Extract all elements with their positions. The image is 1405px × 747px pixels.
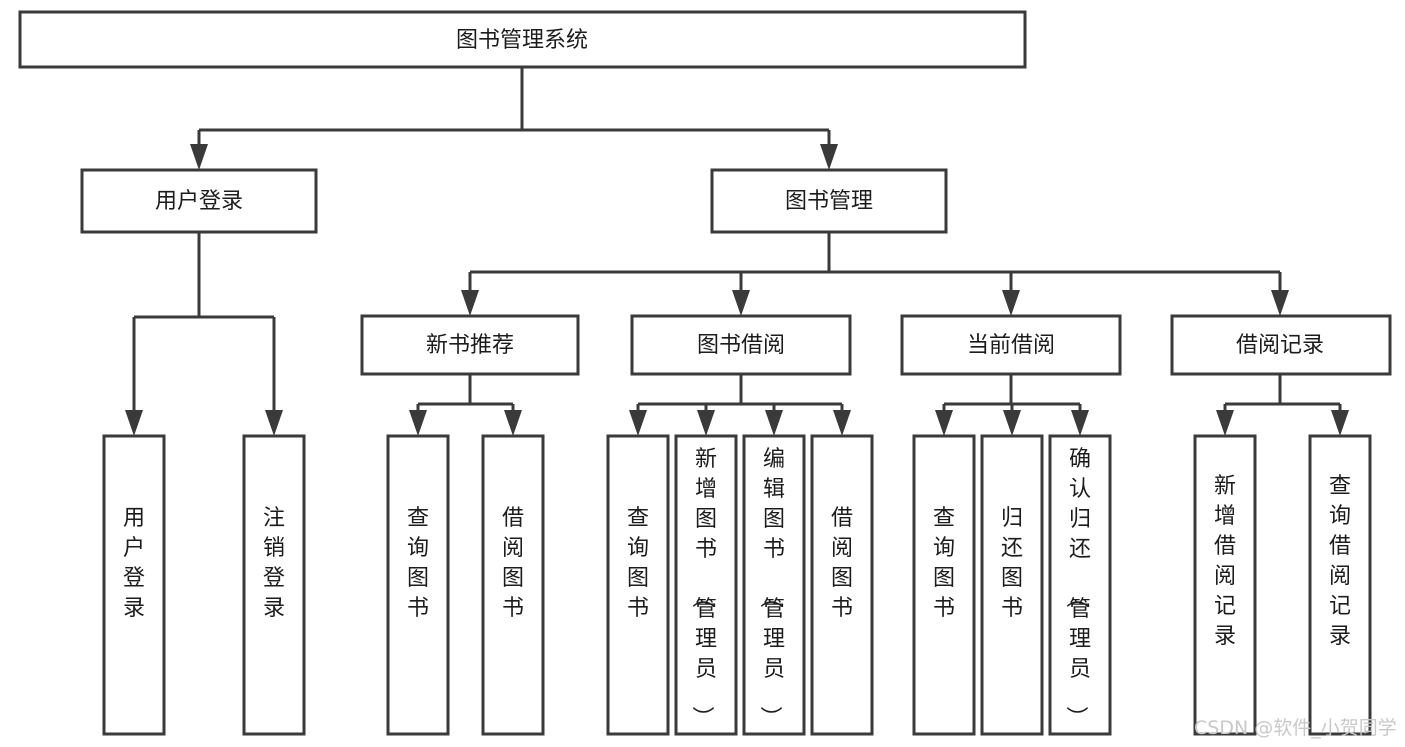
node-leaf-borrow-book-1[interactable]: 借阅图书 bbox=[481, 434, 545, 736]
arrow-head-leaf-add-record bbox=[1216, 410, 1234, 436]
node-leaf-query-record-label: 查询借阅记录 bbox=[1329, 474, 1351, 649]
arrow-head-leaf-query-book-3 bbox=[935, 410, 953, 436]
node-leaf-add-record[interactable]: 新增借阅记录 bbox=[1193, 434, 1257, 736]
node-leaf-add-book-label: 新增图书（管理员） bbox=[689, 447, 717, 728]
node-leaf-borrow-book-2-label: 借阅图书 bbox=[831, 506, 853, 621]
node-leaf-borrow-book-1-box[interactable] bbox=[481, 434, 545, 736]
node-borrow-record[interactable]: 借阅记录 bbox=[1170, 314, 1392, 376]
node-user-login[interactable]: 用户登录 bbox=[80, 168, 318, 234]
node-leaf-borrow-book-2-box[interactable] bbox=[810, 434, 874, 736]
arrow-head-leaf-query-book-2 bbox=[629, 410, 647, 436]
node-leaf-edit-book-label: 编辑图书（管理员） bbox=[757, 447, 785, 728]
node-leaf-borrow-book-2[interactable]: 借阅图书 bbox=[810, 434, 874, 736]
node-leaf-query-book-2-box[interactable] bbox=[606, 434, 670, 736]
node-leaf-return-book-box[interactable] bbox=[980, 434, 1044, 736]
node-current-borrow-box[interactable] bbox=[900, 314, 1122, 376]
node-leaf-logout[interactable]: 注销登录 bbox=[242, 434, 306, 736]
node-leaf-confirm-return-box[interactable] bbox=[1048, 434, 1112, 736]
node-leaf-add-record-box[interactable] bbox=[1193, 434, 1257, 736]
node-leaf-user-login-label: 用户登录 bbox=[123, 506, 145, 621]
node-leaf-query-book-3[interactable]: 查询图书 bbox=[912, 434, 976, 736]
arrow-head-current-borrow bbox=[1002, 290, 1020, 316]
node-leaf-user-login[interactable]: 用户登录 bbox=[102, 434, 166, 736]
node-leaf-return-book[interactable]: 归还图书 bbox=[980, 434, 1044, 736]
node-leaf-add-book[interactable]: 新增图书（管理员） bbox=[674, 434, 738, 736]
node-leaf-query-book-3-label: 查询图书 bbox=[933, 506, 955, 621]
arrow-head-leaf-logout bbox=[265, 410, 283, 436]
arrow-head-user-login bbox=[190, 144, 208, 170]
node-leaf-return-book-label: 归还图书 bbox=[1001, 506, 1023, 621]
node-book-management[interactable]: 图书管理 bbox=[710, 168, 948, 234]
node-leaf-logout-label: 注销登录 bbox=[263, 506, 285, 621]
arrow-head-leaf-confirm-return bbox=[1071, 410, 1089, 436]
node-book-management-box[interactable] bbox=[710, 168, 948, 234]
node-new-book-recommend-label: 新书推荐 bbox=[426, 333, 514, 358]
node-leaf-edit-book[interactable]: 编辑图书（管理员） bbox=[742, 434, 806, 736]
node-user-login-label: 用户登录 bbox=[155, 189, 243, 214]
node-leaf-edit-book-box[interactable] bbox=[742, 434, 806, 736]
arrow-head-leaf-add-book bbox=[697, 410, 715, 436]
node-leaf-query-record-box[interactable] bbox=[1308, 434, 1372, 736]
node-current-borrow[interactable]: 当前借阅 bbox=[900, 314, 1122, 376]
node-current-borrow-label: 当前借阅 bbox=[967, 333, 1055, 358]
arrow-head-leaf-user-login bbox=[125, 410, 143, 436]
node-root-box[interactable] bbox=[18, 10, 1027, 69]
node-leaf-query-book-1-label: 查询图书 bbox=[407, 506, 429, 621]
node-leaf-query-book-1-box[interactable] bbox=[386, 434, 450, 736]
arrow-head-book-management bbox=[820, 144, 838, 170]
node-new-book-recommend[interactable]: 新书推荐 bbox=[360, 314, 580, 376]
edge-layer bbox=[125, 67, 1349, 436]
node-leaf-query-book-2-label: 查询图书 bbox=[627, 506, 649, 621]
arrow-head-leaf-query-book-1 bbox=[409, 410, 427, 436]
node-leaf-confirm-return-label: 确认归还（管理员） bbox=[1063, 447, 1091, 728]
node-borrow-record-box[interactable] bbox=[1170, 314, 1392, 376]
arrow-head-borrow-record bbox=[1271, 290, 1289, 316]
node-new-book-recommend-box[interactable] bbox=[360, 314, 580, 376]
node-leaf-confirm-return[interactable]: 确认归还（管理员） bbox=[1048, 434, 1112, 736]
node-leaf-logout-box[interactable] bbox=[242, 434, 306, 736]
arrow-head-leaf-borrow-book-2 bbox=[833, 410, 851, 436]
node-user-login-box[interactable] bbox=[80, 168, 318, 234]
arrow-head-book-borrow bbox=[732, 290, 750, 316]
node-leaf-add-book-box[interactable] bbox=[674, 434, 738, 736]
arrow-head-leaf-edit-book bbox=[765, 410, 783, 436]
node-leaf-add-record-label: 新增借阅记录 bbox=[1214, 474, 1236, 649]
arrow-head-leaf-query-record bbox=[1331, 410, 1349, 436]
node-leaf-query-book-2[interactable]: 查询图书 bbox=[606, 434, 670, 736]
node-borrow-record-label: 借阅记录 bbox=[1236, 333, 1324, 358]
node-book-borrow[interactable]: 图书借阅 bbox=[630, 314, 852, 376]
node-book-borrow-label: 图书借阅 bbox=[697, 333, 785, 358]
node-leaf-query-book-1[interactable]: 查询图书 bbox=[386, 434, 450, 736]
csdn-watermark: CSDN @软件_小贺同学 bbox=[1194, 717, 1397, 739]
node-leaf-query-book-3-box[interactable] bbox=[912, 434, 976, 736]
node-leaf-query-record[interactable]: 查询借阅记录 bbox=[1308, 434, 1372, 736]
node-leaf-user-login-box[interactable] bbox=[102, 434, 166, 736]
node-root-label: 图书管理系统 bbox=[456, 28, 588, 53]
arrow-head-leaf-return-book bbox=[1003, 410, 1021, 436]
node-root[interactable]: 图书管理系统 bbox=[18, 10, 1027, 69]
node-book-borrow-box[interactable] bbox=[630, 314, 852, 376]
arrow-head-leaf-borrow-book-1 bbox=[504, 410, 522, 436]
node-leaf-borrow-book-1-label: 借阅图书 bbox=[502, 506, 524, 621]
node-book-management-label: 图书管理 bbox=[785, 189, 873, 214]
arrow-head-new-book-recommend bbox=[461, 290, 479, 316]
